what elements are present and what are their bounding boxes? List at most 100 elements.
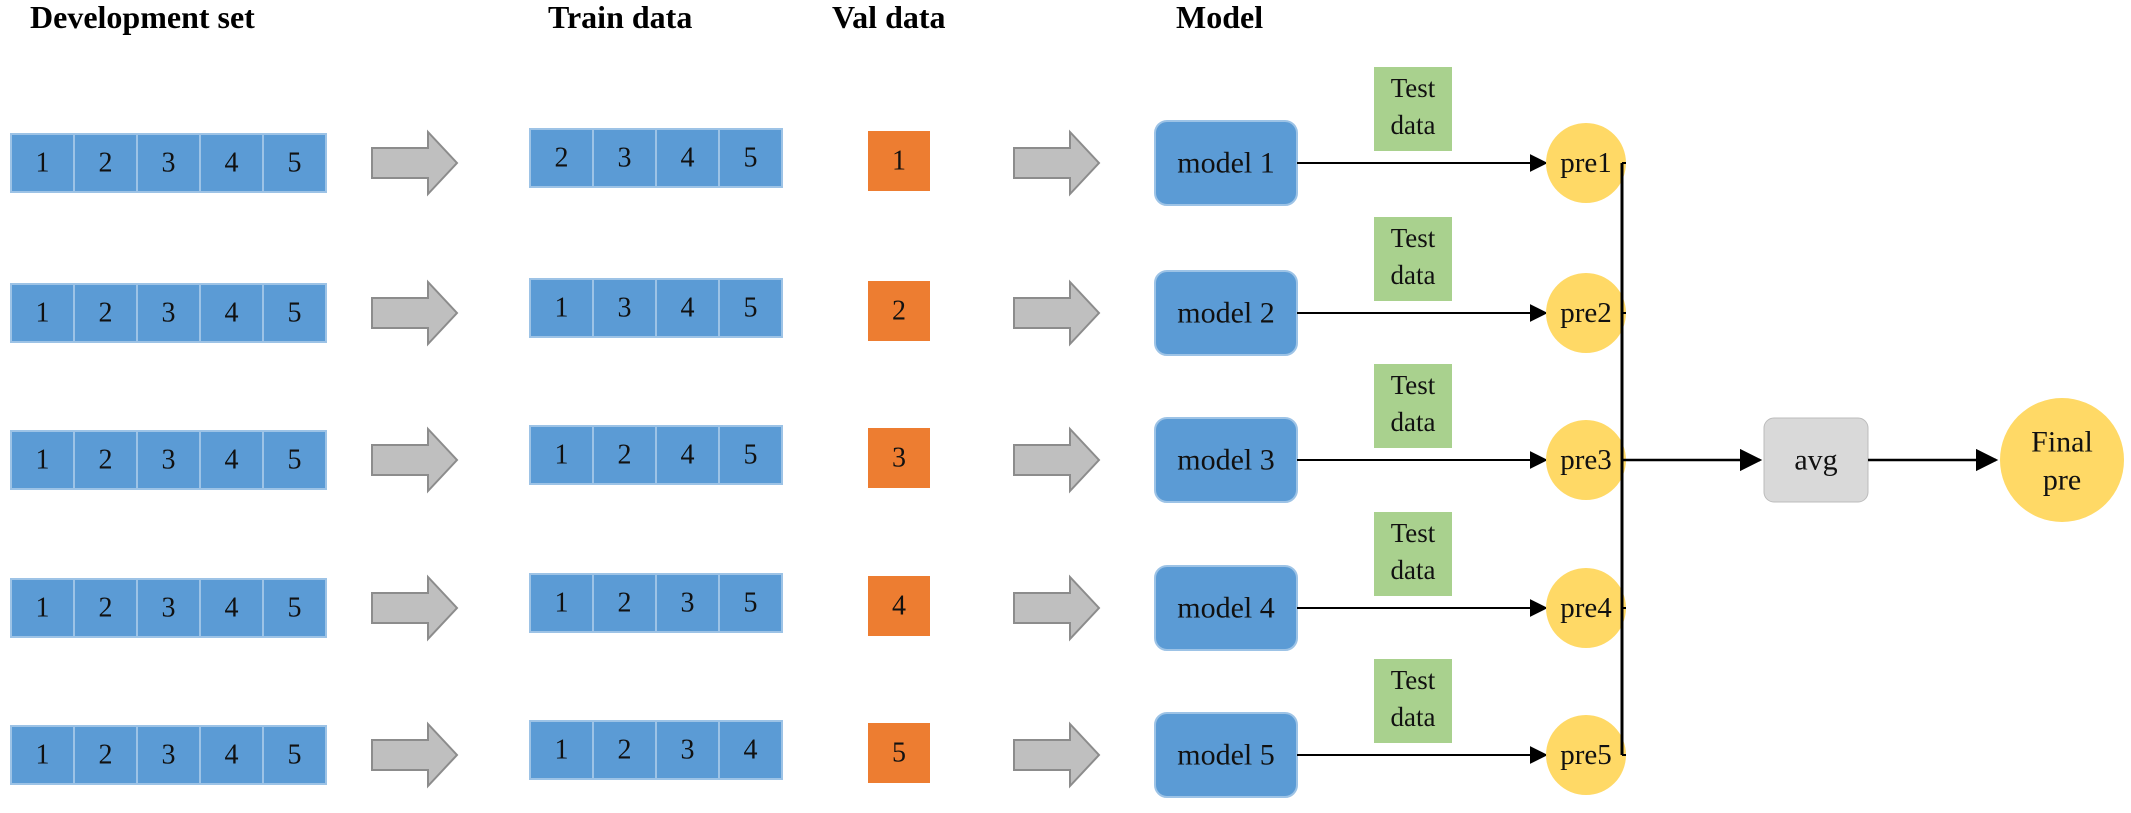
train-cell-label: 3 — [681, 735, 695, 766]
final-circle — [2000, 398, 2124, 522]
final-label: pre — [2043, 464, 2081, 497]
train-cell — [718, 425, 783, 485]
train-cell — [592, 278, 657, 338]
dev-cell-label: 2 — [99, 740, 113, 771]
dev-cell-label: 5 — [288, 740, 302, 771]
train-cell — [529, 720, 594, 780]
train-cell-label: 1 — [555, 588, 569, 619]
test-data-box — [1374, 659, 1452, 743]
train-cell — [529, 128, 594, 188]
dev-cell-label: 1 — [36, 740, 50, 771]
block-arrow-icon — [1013, 426, 1101, 494]
val-cell-label: 3 — [892, 443, 906, 474]
test-data-box — [1374, 364, 1452, 448]
dev-cell — [136, 283, 201, 343]
test-data-label: Test — [1391, 665, 1436, 695]
dev-cell-label: 1 — [36, 298, 50, 329]
model-label: model 2 — [1177, 297, 1275, 330]
dev-cell — [136, 725, 201, 785]
dev-cell — [10, 133, 75, 193]
dev-cell — [262, 430, 327, 490]
dev-cell — [262, 133, 327, 193]
pre-label: pre5 — [1560, 739, 1612, 771]
model-label: model 1 — [1177, 147, 1275, 180]
train-cell — [655, 720, 720, 780]
dev-cell — [262, 578, 327, 638]
pre-label: pre1 — [1560, 147, 1612, 179]
test-data-label: data — [1391, 702, 1436, 732]
model-label: model 5 — [1177, 739, 1275, 772]
train-cell-label: 5 — [744, 440, 758, 471]
dev-cell — [10, 725, 75, 785]
dev-cell — [199, 430, 264, 490]
dev-cell — [73, 578, 138, 638]
header-development-set: Development set — [30, 0, 255, 35]
pre-circle — [1546, 420, 1626, 500]
val-cell-label: 5 — [892, 738, 906, 769]
test-data-label: Test — [1391, 370, 1436, 400]
val-cell-label: 4 — [892, 591, 906, 622]
train-cell-label: 1 — [555, 293, 569, 324]
dev-cell-label: 2 — [99, 593, 113, 624]
val-cell — [868, 281, 930, 341]
train-cell-label: 2 — [618, 735, 632, 766]
dev-cell — [136, 578, 201, 638]
test-data-label: data — [1391, 110, 1436, 140]
dev-cell — [73, 725, 138, 785]
test-data-label: Test — [1391, 518, 1436, 548]
block-arrow-icon — [1013, 574, 1101, 642]
test-data-label: data — [1391, 407, 1436, 437]
train-cell-label: 1 — [555, 440, 569, 471]
test-data-label: Test — [1391, 73, 1436, 103]
dev-cell — [199, 725, 264, 785]
dev-cell-label: 3 — [162, 740, 176, 771]
train-cell-label: 4 — [681, 143, 695, 174]
pre-label: pre4 — [1560, 592, 1612, 624]
dev-cell-label: 5 — [288, 148, 302, 179]
train-cell — [655, 128, 720, 188]
val-cell — [868, 576, 930, 636]
train-cell — [655, 278, 720, 338]
train-cell-label: 5 — [744, 293, 758, 324]
dev-cell-label: 5 — [288, 593, 302, 624]
dev-cell — [73, 283, 138, 343]
dev-cell-label: 3 — [162, 148, 176, 179]
dev-cell — [73, 430, 138, 490]
train-cell — [718, 573, 783, 633]
dev-cell — [136, 430, 201, 490]
train-cell-label: 5 — [744, 588, 758, 619]
dev-cell — [199, 578, 264, 638]
dev-cell — [10, 283, 75, 343]
header-val-data: Val data — [832, 0, 946, 35]
dev-cell — [136, 133, 201, 193]
model-label: model 3 — [1177, 444, 1275, 477]
dev-cell-label: 5 — [288, 298, 302, 329]
test-data-label: Test — [1391, 223, 1436, 253]
dev-cell-label: 2 — [99, 148, 113, 179]
test-data-label: data — [1391, 555, 1436, 585]
block-arrow-icon — [371, 574, 459, 642]
train-cell — [529, 425, 594, 485]
val-cell-label: 1 — [892, 146, 906, 177]
train-cell-label: 2 — [555, 143, 569, 174]
val-cell — [868, 428, 930, 488]
dev-cell-label: 1 — [36, 593, 50, 624]
final-label: Final — [2031, 426, 2093, 459]
train-cell — [718, 278, 783, 338]
dev-cell-label: 3 — [162, 593, 176, 624]
dev-cell-label: 2 — [99, 445, 113, 476]
pre-label: pre2 — [1560, 297, 1612, 329]
test-data-box — [1374, 67, 1452, 151]
train-cell-label: 3 — [618, 293, 632, 324]
test-data-box — [1374, 217, 1452, 301]
train-cell-label: 3 — [618, 143, 632, 174]
pre-circle — [1546, 123, 1626, 203]
pre-circle — [1546, 568, 1626, 648]
train-cell — [655, 425, 720, 485]
